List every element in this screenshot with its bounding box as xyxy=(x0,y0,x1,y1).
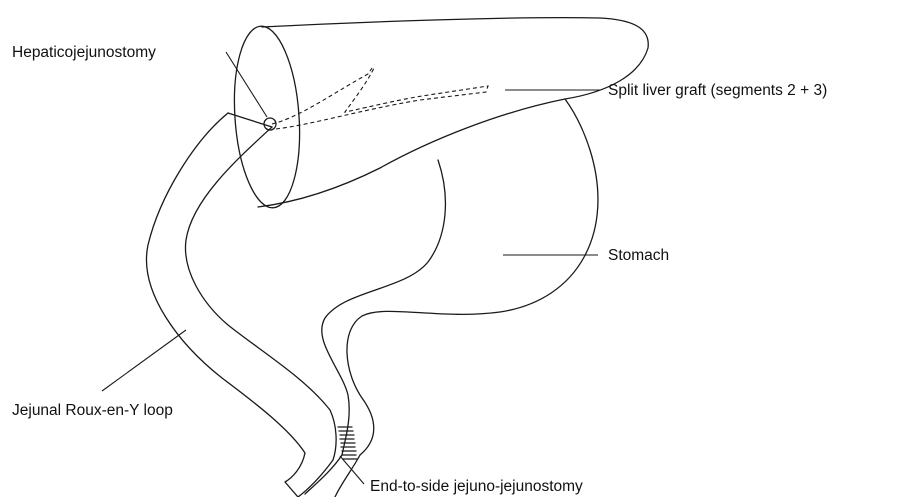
jejunal-limb-outline xyxy=(305,455,342,494)
label-stomach: Stomach xyxy=(608,247,669,264)
leader-hepaticojejunostomy xyxy=(226,52,267,117)
label-hepaticojejunostomy: Hepaticojejunostomy xyxy=(12,44,156,61)
label-jejunojejunostomy: End-to-side jejuno-jejunostomy xyxy=(370,478,583,495)
leader-jejunojejunostomy xyxy=(340,456,364,484)
jejunal-limb-outline-2 xyxy=(335,455,360,497)
label-split-liver-graft: Split liver graft (segments 2 + 3) xyxy=(608,82,827,99)
label-roux-loop: Jejunal Roux-en-Y loop xyxy=(12,402,173,419)
bile-duct-dashed xyxy=(272,68,488,129)
leader-roux-loop xyxy=(102,330,186,391)
liver-graft-outline xyxy=(258,18,648,207)
roux-loop-outline xyxy=(147,113,337,497)
stomach-outline xyxy=(322,99,598,455)
